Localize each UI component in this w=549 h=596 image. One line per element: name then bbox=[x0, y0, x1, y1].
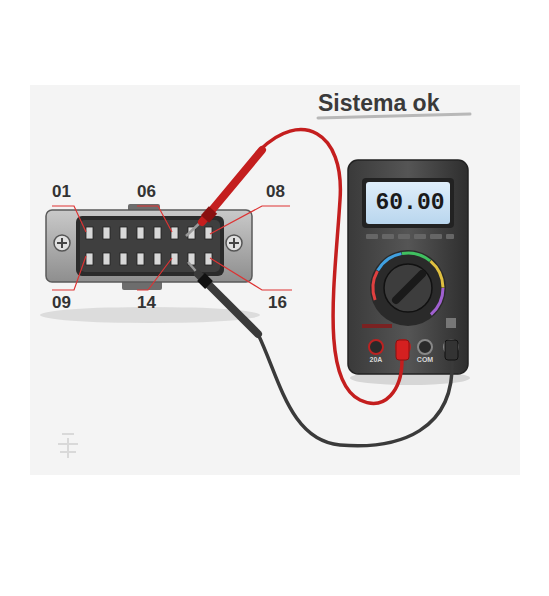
pin-number: 16 bbox=[268, 293, 287, 313]
pin-number: 09 bbox=[52, 293, 71, 313]
pin-slot bbox=[171, 253, 178, 265]
pin-number: 01 bbox=[52, 182, 71, 202]
pin-number: 06 bbox=[137, 182, 156, 202]
background-panel bbox=[30, 85, 520, 475]
jack-label: COM bbox=[417, 356, 433, 363]
pin-slot bbox=[137, 253, 144, 265]
leader-lines bbox=[52, 206, 292, 290]
pin-slot bbox=[137, 227, 144, 239]
black-probe bbox=[188, 262, 458, 446]
pin-slot bbox=[154, 253, 161, 265]
jack-label: 20A bbox=[370, 356, 383, 363]
pin-number: 08 bbox=[266, 182, 285, 202]
pin-slot bbox=[171, 227, 178, 239]
title: Sistema ok bbox=[318, 90, 439, 117]
pin-number: 14 bbox=[137, 293, 156, 313]
pin-slot bbox=[120, 253, 127, 265]
pin-slot bbox=[86, 253, 93, 265]
pin-slot bbox=[120, 227, 127, 239]
pin-slot bbox=[103, 227, 110, 239]
multimeter bbox=[348, 160, 470, 385]
pin-slot bbox=[154, 227, 161, 239]
red-probe bbox=[186, 130, 409, 404]
pin-slot bbox=[86, 227, 93, 239]
meter-reading: 60.00 bbox=[375, 190, 444, 216]
pin-slot bbox=[103, 253, 110, 265]
logo-mark bbox=[58, 434, 78, 458]
